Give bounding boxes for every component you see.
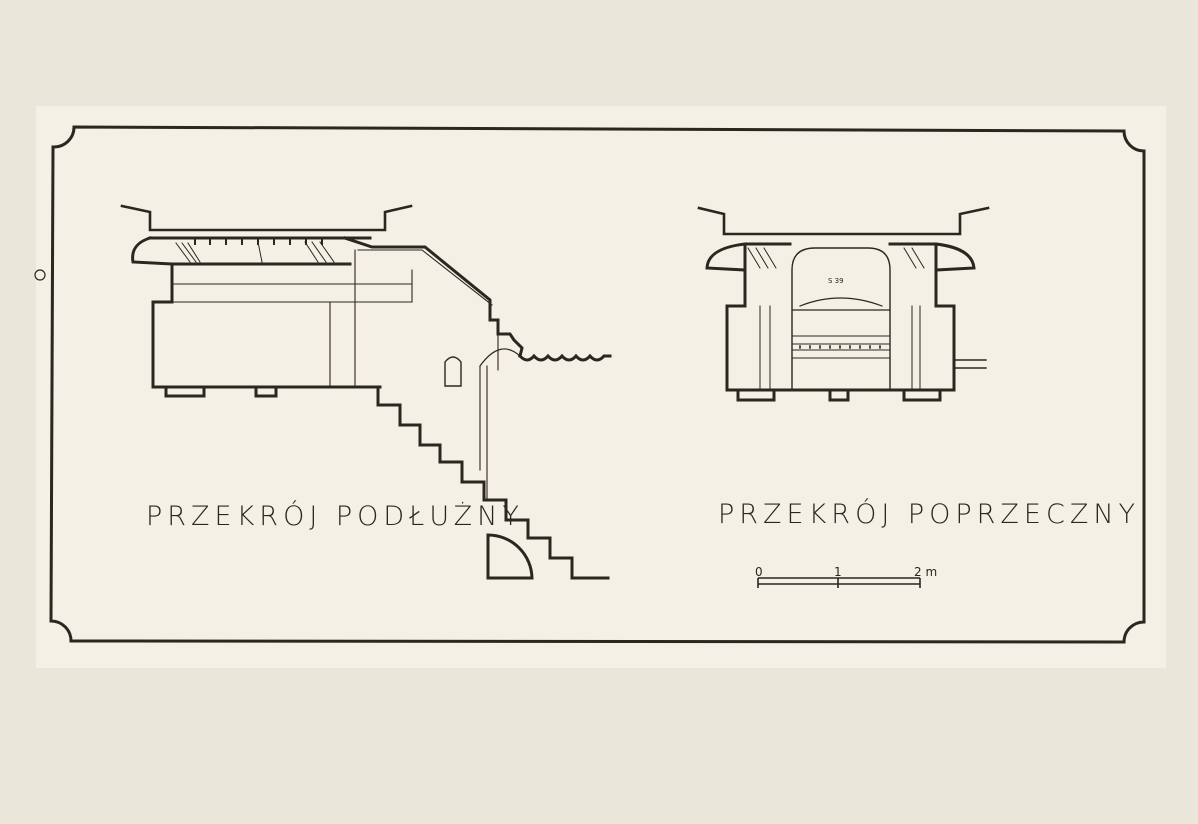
frieze: [151, 262, 382, 389]
scale-bar: [757, 577, 921, 588]
cornice-left: [705, 242, 792, 272]
roof-line: [343, 236, 524, 358]
cornice-right: [888, 242, 976, 272]
scale-tick-0: 0: [755, 565, 763, 579]
scale-tick-2: 2 m: [914, 565, 937, 579]
cross-section-title: PRZEKRÓJ POPRZECZNY: [718, 498, 1140, 530]
cross-body: [725, 268, 956, 392]
decorative-frame: [49, 125, 1146, 644]
cornice: [131, 236, 372, 266]
quadrant-step: [486, 533, 534, 580]
top-slab-right: [697, 206, 990, 236]
grille: [791, 335, 891, 359]
top-slab: [120, 204, 413, 232]
longitudinal-section-title: PRZEKRÓJ PODŁUŻNY: [146, 500, 524, 532]
dentil-row: [194, 239, 323, 245]
pin-mark-icon: [34, 269, 46, 281]
grille-dots: [799, 345, 881, 349]
stair-profile: [376, 386, 610, 580]
longitudinal-section: [120, 204, 612, 580]
scallop-moulding: [517, 353, 612, 362]
scale-tick-1: 1: [834, 565, 842, 579]
cornice-fluting: [175, 241, 335, 263]
base-feet: [164, 385, 278, 398]
plate-label: S 39: [828, 277, 844, 285]
side-pipe: [953, 359, 987, 369]
base-feet-right: [736, 388, 942, 402]
inner-arch: [791, 247, 891, 391]
arched-niche: [444, 356, 462, 387]
cross-section: [697, 206, 990, 402]
